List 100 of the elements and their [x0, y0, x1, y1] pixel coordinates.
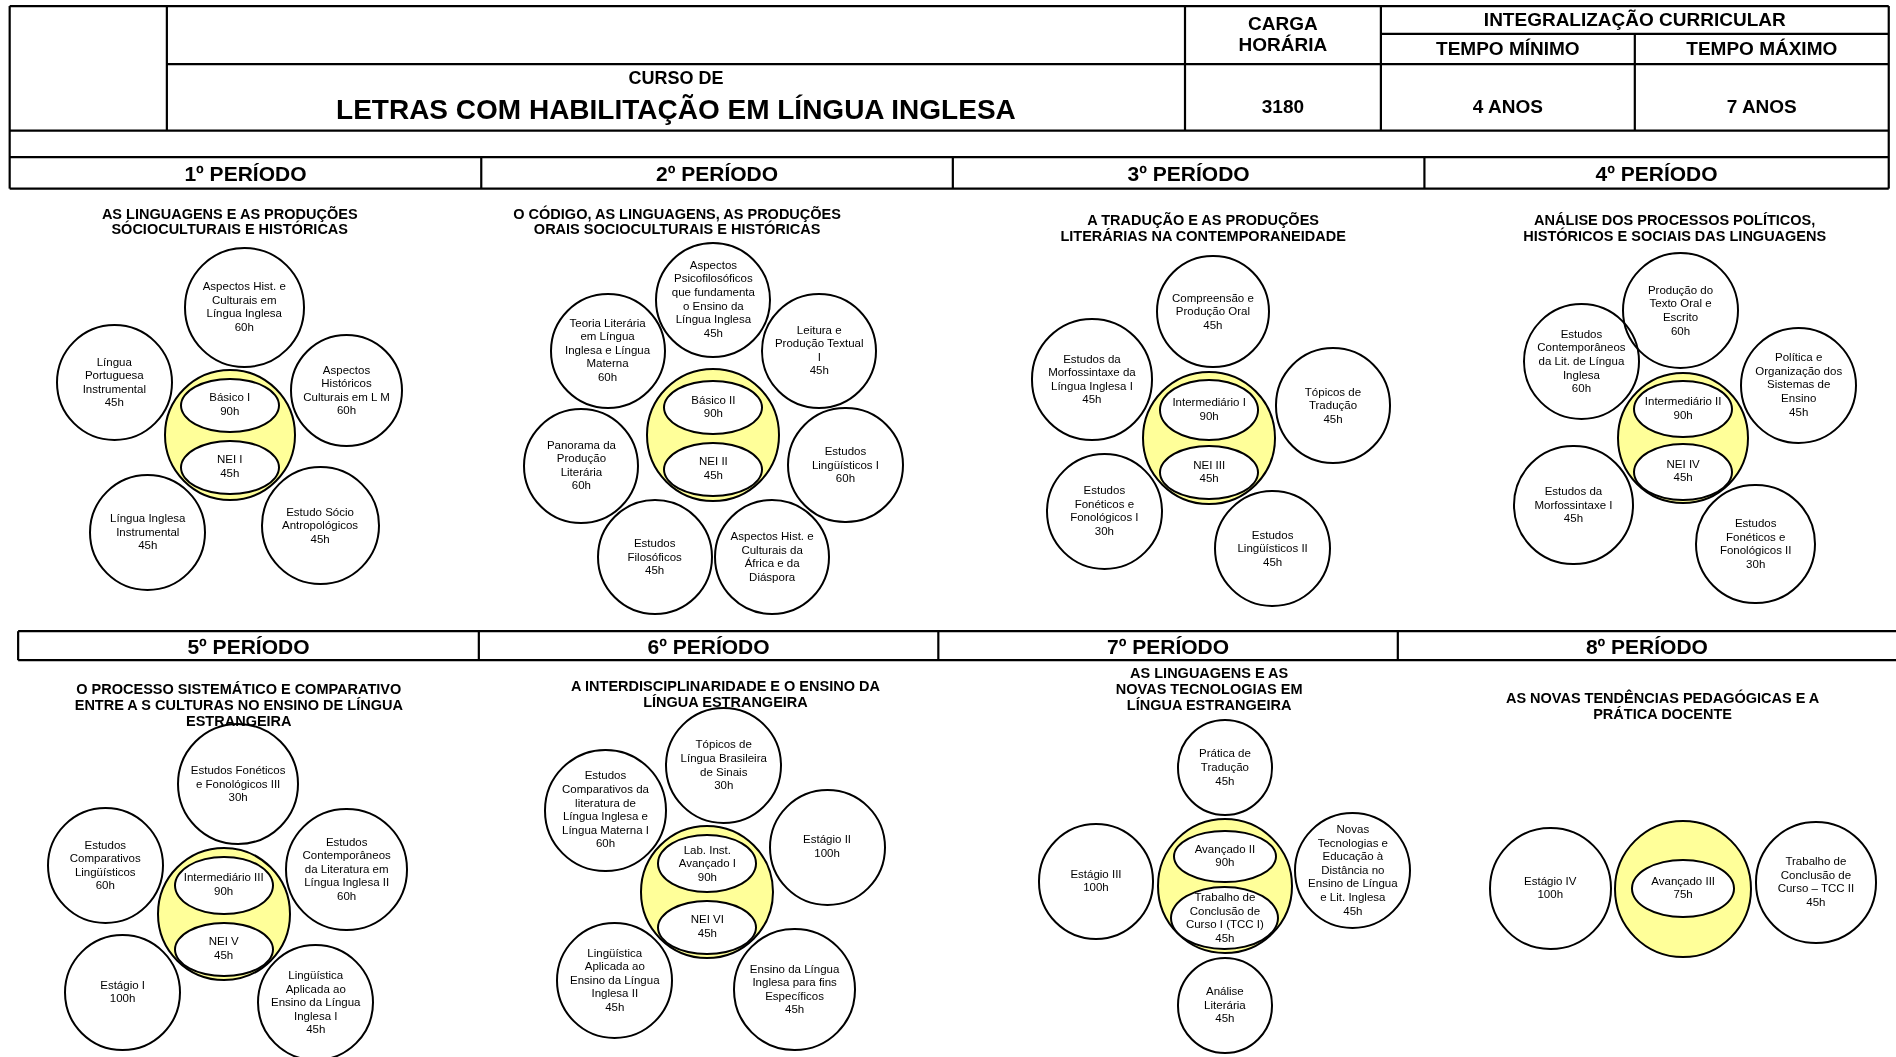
subject-circle	[289, 334, 404, 448]
subject-circle	[46, 807, 164, 925]
subject-name: Ensino da Língua Inglesa para fins Específicos	[748, 962, 841, 1004]
subject-name: Estudos da Morfossintaxe I	[1533, 484, 1614, 512]
subject-circle	[1489, 827, 1612, 951]
subject-circle	[1037, 823, 1155, 941]
column-header: INTEGRALIZAÇÃO CURRICULAR	[1483, 10, 1786, 31]
period-header: 1º PERÍODO	[184, 161, 307, 186]
hours-text: 90h	[1198, 410, 1220, 424]
subject-name: Aspectos Psicofilosóficos que fundamenta o Ensino da Língua Inglesa	[670, 259, 756, 327]
hours-text: 45h	[702, 469, 724, 483]
hours-text: 90h	[696, 870, 718, 884]
period-header: 4º PERÍODO	[1595, 161, 1718, 186]
hours-text: 45h	[1562, 511, 1585, 526]
hours-text: 90h	[1214, 856, 1236, 871]
subject-name: Lab. Inst. Avançado I	[677, 843, 737, 871]
subject-name: Análise Literária	[1203, 984, 1247, 1012]
subject-circle	[665, 707, 783, 824]
hours-text: 100h	[1536, 888, 1565, 903]
subject-name: Básico I	[208, 391, 252, 406]
subject-circle	[55, 324, 173, 442]
hours-text: 45h	[1202, 318, 1224, 333]
subject-name: Avançado II	[1193, 842, 1257, 857]
table-value: 7 ANOS	[1726, 97, 1797, 119]
hours-text: 45h	[1081, 393, 1103, 407]
hours-text: 60h	[94, 879, 116, 893]
subject-name: Trabalho de Conclusão de Curso – TCC II	[1776, 855, 1856, 896]
subject-circle	[1740, 326, 1858, 444]
subject-circle	[64, 934, 182, 1052]
subject-name: Básico II	[690, 394, 737, 408]
hours-text: 90h	[213, 885, 235, 899]
subject-name: Estágio II	[802, 833, 853, 848]
inner-oval	[1173, 829, 1277, 884]
column-header: TEMPO MÁXIMO	[1686, 38, 1838, 60]
inner-oval	[1159, 445, 1260, 501]
inner-oval	[179, 439, 280, 495]
subject-name: Estudos Comparativos da literatura de Língua Inglesa e Língua Materna I	[561, 769, 650, 838]
subject-circle	[714, 499, 831, 616]
course-subtitle: CURSO DE	[628, 69, 724, 90]
theme-title: A INTERDISCIPLINARIDADE E O ENSINO DA LÍNGUA ESTRANGEIRA	[570, 679, 881, 712]
hours-text: 45h	[1672, 471, 1694, 486]
subject-circle	[1695, 483, 1817, 605]
subject-circle	[257, 944, 375, 1057]
subject-name: Estágio IV	[1523, 875, 1578, 889]
hours-text: 30h	[1093, 524, 1115, 539]
inner-oval	[1159, 379, 1260, 441]
theme-title: A TRADUÇÃO E AS PRODUÇÕES LITERÁRIAS NA CONTEMPORANEIDADE	[1059, 212, 1347, 245]
subject-name: Lingüística Aplicada ao Ensino da Língua Inglesa II	[569, 946, 661, 1001]
subject-name: Aspectos Históricos Culturais em L M	[302, 363, 391, 405]
subject-circle	[768, 788, 886, 906]
subject-name: Trabalho de Conclusão de Curso I (TCC I)	[1184, 891, 1265, 932]
table-value: 3180	[1261, 97, 1305, 119]
hours-text: 60h	[336, 890, 358, 904]
hours-text: 100h	[1082, 881, 1110, 896]
theme-title: ANÁLISE DOS PROCESSOS POLÍTICOS, HISTÓRICOS E SOCIAIS DAS LINGUAGENS	[1522, 212, 1828, 245]
hours-text: 45h	[1214, 1012, 1236, 1026]
theme-title: AS NOVAS TENDÊNCIAS PEDAGÓGICAS E A PRÁTICA DOCENTE	[1504, 691, 1821, 724]
subject-circle	[1274, 347, 1392, 464]
subject-circle	[183, 247, 305, 368]
subject-name: Intermediário III	[182, 871, 265, 886]
hours-text: 60h	[596, 371, 619, 385]
period-header: 5º PERÍODO	[187, 634, 310, 658]
hours-text: 45h	[1262, 555, 1284, 570]
subject-circle	[1522, 303, 1640, 421]
subject-name: Novas Tecnologias e Educação à Distância no Ensino de Língua e Lit. Inglesa	[1307, 822, 1399, 905]
hours-text: 60h	[335, 404, 358, 418]
hours-text: 60h	[1669, 324, 1692, 338]
hours-text: 45h	[696, 927, 718, 942]
subject-circle	[556, 922, 674, 1040]
hours-text: 60h	[594, 837, 617, 852]
subject-circle	[260, 466, 380, 586]
subject-name: Estudos Contemporâneos da Literatura em Língua Inglesa II	[301, 835, 392, 891]
subject-name: Aspectos Hist. e Culturais da África e da Diáspora	[729, 530, 815, 585]
subject-name: Política e Organização dos Sistemas de Ensino	[1754, 351, 1844, 406]
subject-circle	[1214, 490, 1332, 608]
hours-text: 45h	[305, 1023, 327, 1037]
theme-title: O PROCESSO SISTEMÁTICO E COMPARATIVO ENTRE A S CULTURAS NO ENSINO DE LÍNGUA ESTRANGEIRA	[73, 682, 404, 731]
subject-name: NEI II	[698, 455, 729, 470]
inner-oval	[657, 834, 758, 893]
subject-name: Intermediário I	[1171, 396, 1247, 410]
subject-name: Leitura e Produção Textual I	[774, 323, 865, 365]
hours-text: 45h	[103, 396, 125, 410]
table-value: 4 ANOS	[1472, 97, 1543, 119]
hours-text: 45h	[1788, 405, 1810, 420]
subject-name: NEI I	[215, 453, 244, 468]
hours-text: 60h	[233, 320, 255, 335]
subject-circle	[596, 499, 713, 616]
subject-name: NEI VI	[689, 913, 725, 928]
hours-text: 45h	[1214, 774, 1236, 788]
subject-name: Compreensão e Produção Oral	[1171, 291, 1255, 319]
subject-name: Estudos Fonéticos e Fonológicos III	[190, 763, 286, 791]
hours-text: 45h	[1805, 895, 1827, 910]
hours-text: 100h	[813, 847, 841, 861]
hours-text: 90h	[219, 405, 241, 420]
subject-name: Estágio I	[99, 979, 146, 993]
subject-name: Língua Portuguesa Instrumental	[81, 355, 147, 397]
hours-text: 30h	[1745, 557, 1767, 572]
hours-text: 45h	[1342, 904, 1364, 918]
hours-text: 30h	[713, 779, 735, 793]
subject-circle	[523, 407, 640, 524]
